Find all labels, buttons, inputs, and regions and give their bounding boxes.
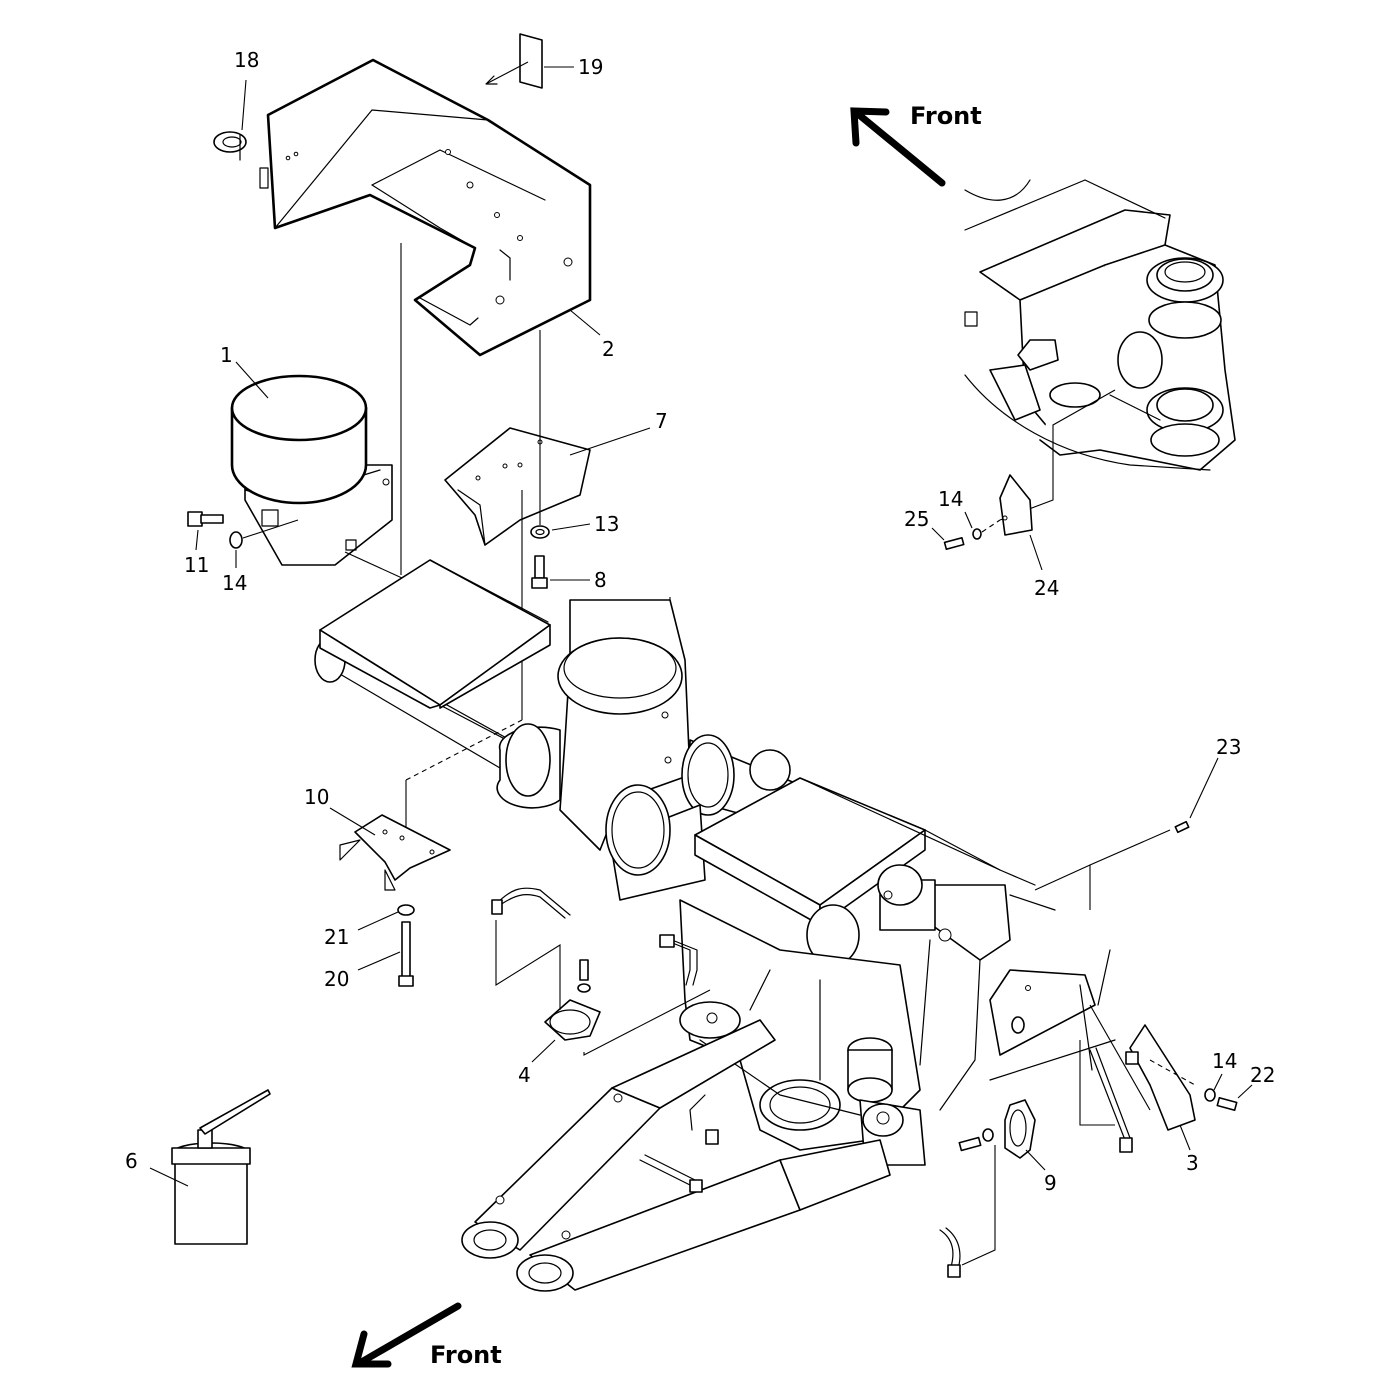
- guard-part-7: [444, 427, 651, 546]
- frame-pad-right: [694, 777, 1056, 926]
- clamp-part-4: [495, 920, 711, 1063]
- washer-part-14-a: [229, 519, 299, 568]
- decal-part-19: [485, 33, 574, 89]
- callout-8: 8: [594, 568, 607, 592]
- front-arrow-top: [850, 107, 946, 187]
- callout-18: 18: [234, 48, 259, 72]
- bolt-part-8: [531, 555, 590, 589]
- frame-rear-beam: [314, 559, 551, 769]
- frame-lower-body: [679, 899, 926, 1166]
- callout-14-left: 14: [222, 571, 247, 595]
- callout-14-right: 14: [1212, 1049, 1237, 1073]
- leader-side-plate-line: [1089, 1004, 1151, 1111]
- plate-part-24: [999, 474, 1043, 571]
- hose-lower: [639, 1094, 719, 1193]
- cover-part-2: [259, 58, 601, 357]
- callout-4: 4: [518, 1063, 531, 1087]
- front-arrow-bottom: [351, 1302, 462, 1368]
- callout-2: 2: [602, 337, 615, 361]
- bolt-part-22: [1216, 1084, 1253, 1111]
- hose-center: [659, 934, 698, 986]
- bolt-part-20: [357, 921, 414, 987]
- callout-10: 10: [304, 785, 329, 809]
- callout-24: 24: [1034, 576, 1059, 600]
- callout-22: 22: [1250, 1063, 1275, 1087]
- hose-bottom: [939, 1145, 996, 1278]
- cylinder-right: [516, 1139, 891, 1292]
- callout-13: 13: [594, 512, 619, 536]
- callout-20: 20: [324, 967, 349, 991]
- cylinder-left: [461, 1019, 776, 1259]
- callout-19: 19: [578, 55, 603, 79]
- bolt-part-25: [931, 519, 1001, 550]
- bolt-part-11: [187, 511, 224, 551]
- callout-14-detail: 14: [938, 487, 963, 511]
- hose-right-long: [1089, 1047, 1133, 1153]
- front-label-bottom: Front: [430, 1341, 502, 1369]
- washer-part-21: [357, 904, 415, 931]
- front-label-top: Front: [910, 102, 982, 130]
- tank-part-1: [230, 361, 403, 579]
- washer-part-14-b: [1204, 1073, 1223, 1102]
- frame-side-plate: [989, 949, 1116, 1081]
- callout-9: 9: [1044, 1171, 1057, 1195]
- washer-part-14-c: [964, 511, 982, 540]
- frame-arm-bracket: [806, 864, 1011, 1111]
- ring-pin-part-18: [213, 79, 247, 161]
- plate-part-3: [1125, 1024, 1196, 1151]
- callout-11: 11: [184, 553, 209, 577]
- callout-3: 3: [1186, 1151, 1199, 1175]
- callout-6: 6: [125, 1149, 138, 1173]
- callout-7: 7: [655, 409, 668, 433]
- callout-25: 25: [904, 507, 929, 531]
- frame-upright-tube: [496, 599, 691, 851]
- detail-view-frame: [964, 179, 1236, 521]
- leader-part-3-line: [1079, 1040, 1115, 1126]
- callout-23: 23: [1216, 735, 1241, 759]
- clamp-part-9: [958, 1099, 1046, 1171]
- bracket-part-10: [329, 807, 451, 891]
- fitting-part-23: [1034, 757, 1219, 910]
- washer-part-13: [530, 523, 591, 539]
- grease-pump-part-6: [149, 1089, 271, 1245]
- hose-left: [491, 887, 571, 919]
- callout-1: 1: [220, 343, 233, 367]
- callout-21: 21: [324, 925, 349, 949]
